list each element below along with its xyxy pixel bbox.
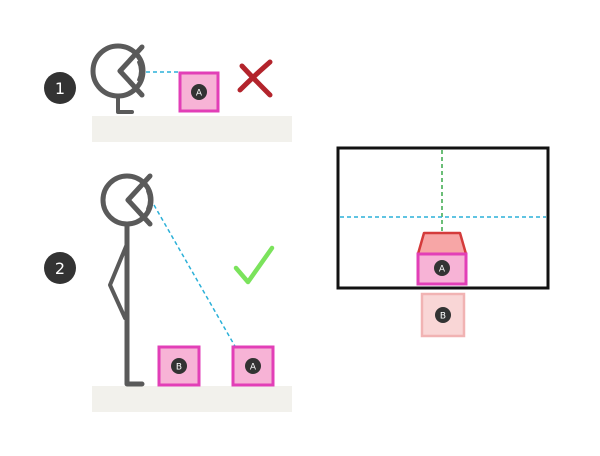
floor-1: [92, 116, 292, 142]
step-badge-2: 2: [44, 252, 76, 284]
box-b-faded: B: [420, 292, 466, 338]
step-badge-1: 1: [44, 72, 76, 104]
step-number-2: 2: [55, 259, 65, 278]
floor-2: [92, 386, 292, 412]
cross-icon: [237, 59, 273, 98]
step-number-1: 1: [55, 79, 65, 98]
viewer-figure-2: [100, 173, 154, 387]
box-a-label: A: [250, 363, 257, 373]
box-b-label: B: [440, 312, 446, 322]
box-b-panel-2: B: [157, 345, 201, 387]
check-icon: [233, 245, 275, 285]
sight-line-2: [153, 204, 237, 349]
box-a-label: A: [196, 89, 203, 99]
box-a-panel-1: A: [178, 71, 220, 113]
viewer-head-1: [90, 43, 146, 114]
box-a-perspective: A: [416, 231, 468, 286]
box-b-label: B: [176, 363, 182, 373]
box-a-panel-2: A: [231, 345, 275, 387]
box-a-label: A: [439, 265, 446, 275]
